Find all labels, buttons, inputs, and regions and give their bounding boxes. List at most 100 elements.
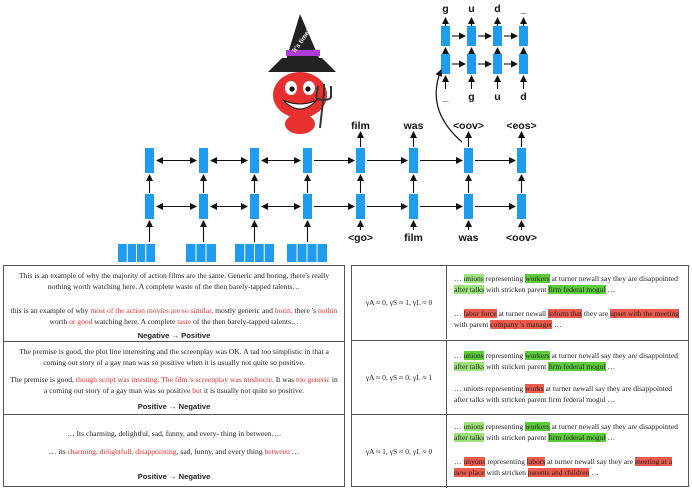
encoder-cell-top: [250, 148, 259, 173]
text-span: … its: [48, 447, 68, 456]
changed-text: borin,: [274, 306, 293, 315]
highlighted-phrase: after talks: [454, 285, 485, 294]
changed-text: most of the action movies are so similar…: [90, 306, 214, 315]
text-span: … unions representing: [454, 384, 526, 393]
text-span: at turner newall say they are disappoint…: [549, 274, 678, 283]
highlighted-phrase: unyons: [463, 457, 486, 466]
text-span: …: [605, 362, 616, 371]
text-span: with stricken parent: [484, 285, 549, 294]
highlighted-phrase: workers: [525, 274, 550, 283]
highlighted-phrase: workers: [525, 422, 550, 431]
text-span: representing: [483, 351, 526, 360]
text-span: , sad, funny, and every thing: [176, 447, 265, 456]
text-span: at turner newall say they are disappoint…: [549, 351, 678, 360]
decoder-cell-bottom: [464, 194, 473, 219]
char-decoder-cell-top: [519, 26, 528, 46]
encoder-cell-bottom: [199, 194, 208, 219]
char-input-label: _: [442, 91, 449, 103]
char-decoder-cell-top: [441, 26, 450, 46]
control-example-2-generated: … unions representing works at turner ne…: [454, 383, 682, 405]
text-span: this is an example of why: [10, 306, 91, 315]
example-1-original: This is an example of why the majority o…: [18, 271, 330, 291]
encoder-cell-bottom: [145, 194, 154, 219]
text-span: it is usually not quite so positive.: [201, 385, 305, 395]
text-span: representing: [485, 457, 527, 466]
decoder-input-label: was: [458, 232, 479, 244]
text-span: with stricken parent: [484, 433, 549, 442]
devil-mascot-icon: It's time!: [268, 14, 336, 134]
text-span: The premise is good,: [10, 375, 76, 384]
text-span: with stricken parent: [484, 362, 549, 371]
text-span: …: [605, 433, 616, 442]
example-2-transition: Positive → Negative: [137, 402, 211, 411]
highlighted-phrase: company 's manager: [490, 320, 553, 329]
gamma-settings-3: γA ≈ 1, γS ≈ 0, γL ≈ 0: [352, 415, 447, 488]
changed-text: or good: [69, 316, 93, 326]
encoder-cell-bottom: [303, 194, 312, 219]
decoder-input-label: <oov>: [506, 232, 537, 244]
text-span: …: [454, 457, 464, 466]
char-output-label: g: [442, 3, 448, 15]
text-span: mostly generic and: [213, 306, 275, 315]
highlighted-phrase: after talks: [454, 362, 485, 371]
highlighted-phrase: after talks: [454, 433, 485, 442]
char-input-label: u: [494, 91, 500, 103]
changed-text: but: [192, 385, 202, 395]
char-output-label: u: [468, 3, 474, 15]
style-transfer-panel: This is an example of why the majority o…: [3, 265, 345, 487]
encoder-cell-bottom: [250, 194, 259, 219]
decoder-output-label: was: [403, 120, 424, 132]
text-span: representing: [483, 422, 526, 431]
decoder-output-label: <eos>: [506, 120, 536, 132]
changed-text: charming, delightfull, disappointing: [67, 447, 177, 456]
highlighted-phrase: firm federal mogul: [548, 362, 606, 371]
text-span: . It was: [271, 375, 296, 384]
decoder-cell-bottom: [517, 194, 526, 219]
text-span: at turner newall say they are: [545, 457, 635, 466]
control-example-3-generated: … unyons representing labors at turner n…: [454, 456, 682, 478]
highlighted-phrase: firm federal mogul: [548, 433, 606, 442]
example-1: This is an example of why the majority o…: [4, 266, 344, 341]
control-example-2: γA ≈ 0, γS ≈ 0, γL ≈ 1 … unions represen…: [352, 340, 688, 414]
encoder-cell-top: [145, 148, 154, 173]
control-example-1-original: … unions representing workers at turner …: [454, 273, 682, 295]
encoder-cell-top: [199, 148, 208, 173]
example-3-transition: Positive → Negative: [137, 472, 211, 481]
char-decoder-cell-top: [493, 26, 502, 46]
text-span: …: [589, 468, 599, 477]
char-output-label: d: [494, 3, 500, 15]
example-2-original: The premise is good, the plot line inter…: [19, 347, 329, 367]
highlighted-phrase: works: [525, 384, 544, 393]
changed-text: nothin: [317, 306, 338, 315]
decoder-cell-top: [409, 148, 418, 173]
text-span: …: [454, 422, 464, 431]
control-example-3-original: … unions representing workers at turner …: [454, 421, 682, 443]
decoder-cell-bottom: [409, 194, 418, 219]
text-span: in a coming out story of a gay man was s…: [43, 375, 338, 395]
text-span: …: [552, 320, 562, 329]
text-span: …: [605, 285, 616, 294]
text-span: there 's: [292, 306, 318, 315]
highlighted-phrase: firm federal mogul: [548, 285, 606, 294]
text-span: …: [454, 274, 464, 283]
changed-text: too generic: [295, 375, 330, 384]
decoder-output-label: <oov>: [453, 120, 484, 132]
decoder-input-label: film: [404, 232, 423, 244]
char-decoder-cell-bottom: [467, 54, 476, 74]
char-decoder-cell-bottom: [441, 54, 450, 74]
control-example-1: γA ≈ 0, γS ≈ 1, γL ≈ 0 … unions represen…: [352, 266, 688, 340]
decoder-cell-top: [464, 148, 473, 173]
control-example-2-original: … unions representing workers at turner …: [454, 350, 682, 372]
text-span: watching here. A complete: [92, 316, 178, 326]
highlighted-phrase: unions: [463, 351, 484, 360]
decoder-output-label: film: [351, 120, 370, 132]
decoder-cell-bottom: [356, 194, 365, 219]
decoder-input-label: <go>: [348, 232, 373, 244]
text-span: they are: [582, 309, 611, 318]
seq2seq-diagram: It's time! film <go> was film <oov> was <eos> <…: [118, 3, 537, 262]
highlighted-phrase: labor force: [463, 309, 497, 318]
text-span: …: [289, 447, 300, 456]
highlighted-phrase: workers: [525, 351, 550, 360]
text-span: at turner newall: [496, 309, 549, 318]
example-1-transferred: this is an example of why most of the ac…: [10, 306, 338, 327]
